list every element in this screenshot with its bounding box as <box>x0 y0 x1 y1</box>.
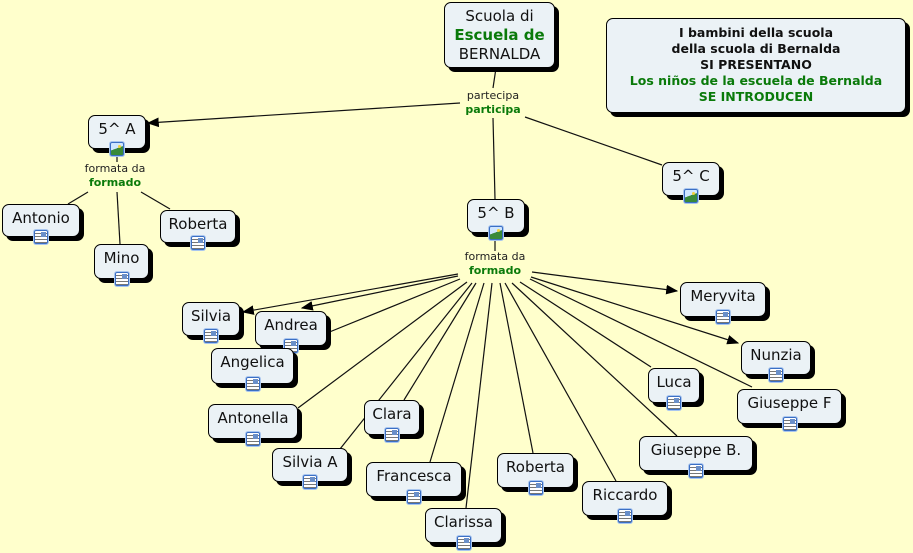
student-name: Silvia <box>190 307 232 325</box>
student-name: Clara <box>372 405 412 423</box>
title-line-5: SE INTRODUCEN <box>698 89 814 104</box>
student-andrea[interactable]: Andrea <box>255 311 327 353</box>
student-silvia-a[interactable]: Silvia A <box>272 448 348 489</box>
student-luca[interactable]: Luca <box>648 368 700 410</box>
concept-class-5a[interactable]: 5^ A <box>88 115 146 156</box>
document-icon[interactable] <box>407 490 421 504</box>
document-icon[interactable] <box>456 536 471 550</box>
title-line-1: I bambini della scuola <box>678 25 834 40</box>
student-antonio[interactable]: Antonio <box>2 204 80 244</box>
document-icon[interactable] <box>246 432 260 446</box>
title-line-3: SI PRESENTANO <box>700 57 812 72</box>
link-label-formato-a[interactable]: formata da formado <box>85 162 146 190</box>
concept-class-5b[interactable]: 5^ B <box>467 199 525 240</box>
root-line-3: BERNALDA <box>458 45 541 63</box>
student-clarissa[interactable]: Clarissa <box>425 508 502 550</box>
concept-label: 5^ B <box>477 204 515 222</box>
link-label-participa[interactable]: partecipa participa <box>465 89 520 117</box>
document-icon[interactable] <box>34 230 48 244</box>
concept-label: 5^ A <box>98 120 136 138</box>
link-label-formato-b[interactable]: formata da formado <box>465 250 526 278</box>
student-francesca[interactable]: Francesca <box>366 462 462 504</box>
student-giuseppe-b[interactable]: Giuseppe B. <box>639 436 753 478</box>
student-giuseppe-f[interactable]: Giuseppe F <box>737 389 842 431</box>
document-icon[interactable] <box>528 481 543 495</box>
student-riccardo[interactable]: Riccardo <box>582 481 668 523</box>
student-roberta-b[interactable]: Roberta <box>497 453 574 495</box>
document-icon[interactable] <box>689 464 703 478</box>
link-label-es: formado <box>88 176 142 189</box>
student-name: Meryvita <box>690 287 756 305</box>
concept-class-5c[interactable]: 5^ C <box>662 162 720 203</box>
student-name: Mino <box>103 249 140 267</box>
root-line-2: Escuela de <box>454 26 545 44</box>
student-name: Andrea <box>264 316 318 334</box>
student-nunzia[interactable]: Nunzia <box>741 341 811 382</box>
student-name: Giuseppe F <box>747 394 832 412</box>
student-name: Francesca <box>376 467 452 485</box>
link-label-es: formado <box>468 264 522 277</box>
document-icon[interactable] <box>385 428 399 442</box>
student-name: Luca <box>656 373 692 391</box>
document-icon[interactable] <box>782 417 797 431</box>
student-meryvita[interactable]: Meryvita <box>680 282 766 324</box>
document-icon[interactable] <box>204 329 218 343</box>
image-icon[interactable] <box>110 142 124 156</box>
student-clara[interactable]: Clara <box>364 400 420 442</box>
document-icon[interactable] <box>191 236 205 250</box>
student-angelica[interactable]: Angelica <box>211 348 294 391</box>
document-icon[interactable] <box>114 272 129 286</box>
title-line-2: della scuola di Bernalda <box>671 41 841 56</box>
title-box: I bambini della scuola della scuola di B… <box>606 18 906 113</box>
student-name: Giuseppe B. <box>650 441 742 459</box>
student-name: Angelica <box>220 353 285 371</box>
student-name: Nunzia <box>750 346 802 364</box>
concept-label: 5^ C <box>672 167 710 185</box>
root-line-1: Scuola di <box>465 7 534 25</box>
link-label-es: participa <box>465 103 521 116</box>
document-icon[interactable] <box>245 377 260 391</box>
student-name: Clarissa <box>434 513 493 531</box>
student-silvia[interactable]: Silvia <box>182 302 240 343</box>
student-name: Roberta <box>168 215 228 233</box>
title-line-4: Los niños de la escuela de Bernalda <box>629 73 883 88</box>
document-icon[interactable] <box>618 509 632 523</box>
student-mino[interactable]: Mino <box>94 244 149 286</box>
image-icon[interactable] <box>684 189 698 203</box>
student-name: Antonella <box>217 409 289 427</box>
document-icon[interactable] <box>769 368 783 382</box>
link-label-it: formata da <box>464 250 526 263</box>
student-name: Roberta <box>506 458 565 476</box>
link-label-it: formata da <box>84 162 146 175</box>
image-icon[interactable] <box>489 226 503 240</box>
student-name: Antonio <box>12 209 70 227</box>
student-roberta-a[interactable]: Roberta <box>160 210 236 250</box>
document-icon[interactable] <box>716 310 730 324</box>
document-icon[interactable] <box>667 396 681 410</box>
student-name: Silvia A <box>282 453 338 471</box>
root-concept-school[interactable]: Scuola di Escuela de BERNALDA <box>444 2 555 68</box>
link-label-it: partecipa <box>466 89 520 102</box>
document-icon[interactable] <box>303 475 317 489</box>
student-antonella[interactable]: Antonella <box>208 404 298 446</box>
student-name: Riccardo <box>592 486 658 504</box>
